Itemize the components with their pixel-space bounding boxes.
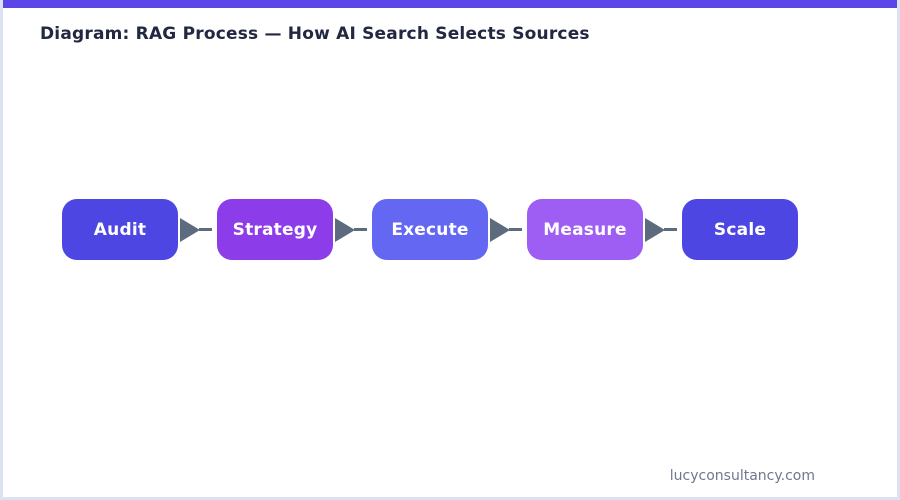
- step-label: Strategy: [232, 219, 318, 240]
- arrow-right-icon: [178, 199, 217, 260]
- arrow-right-icon: [488, 199, 527, 260]
- step-box-audit: Audit: [62, 199, 178, 260]
- step-box-scale: Scale: [682, 199, 798, 260]
- accent-bar: [3, 0, 897, 8]
- step-label: Measure: [543, 219, 627, 240]
- step-label: Scale: [713, 219, 767, 240]
- arrow-right-icon: [333, 199, 372, 260]
- page-title: Diagram: RAG Process — How AI Search Sel…: [40, 24, 590, 44]
- arrow-right-icon: [643, 199, 682, 260]
- step-label: Audit: [93, 219, 147, 240]
- footer-link: lucyconsultancy.com: [669, 468, 815, 484]
- flow-diagram: Audit Strategy Execute Measure Scale: [62, 199, 798, 260]
- step-box-measure: Measure: [527, 199, 643, 260]
- step-label: Execute: [391, 219, 469, 240]
- step-box-execute: Execute: [372, 199, 488, 260]
- step-box-strategy: Strategy: [217, 199, 333, 260]
